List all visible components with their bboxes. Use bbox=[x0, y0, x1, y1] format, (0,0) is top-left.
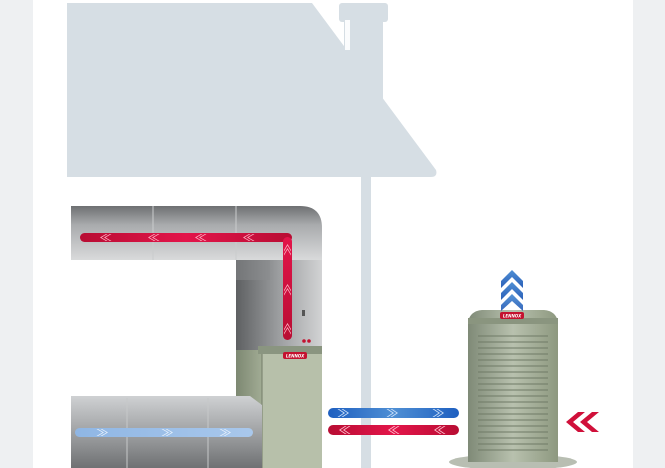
outdoor-unit-grille bbox=[478, 335, 548, 451]
house-silhouette-icon bbox=[67, 3, 437, 468]
heat-release-up-chevrons-icon bbox=[501, 270, 523, 311]
return-air-chevrons-icon bbox=[96, 429, 231, 436]
outdoor-brand-badge bbox=[500, 312, 524, 319]
outside-air-intake-chevrons-icon bbox=[566, 412, 599, 432]
refrigerant-cool-chevrons-icon bbox=[337, 409, 444, 417]
furnace-brand-badge bbox=[283, 352, 307, 359]
house-wall-line bbox=[361, 177, 371, 468]
outdoor-brand-logo-text: LENNOX bbox=[503, 313, 522, 318]
furnace-brand-logo-text: LENNOX bbox=[286, 353, 305, 358]
warm-air-chevrons-icon bbox=[100, 234, 291, 335]
refrigerant-warm-chevrons-icon bbox=[339, 426, 446, 434]
outdoor-heat-pump-unit: LENNOX bbox=[449, 310, 577, 468]
return-air-flow-arrow bbox=[75, 428, 253, 437]
